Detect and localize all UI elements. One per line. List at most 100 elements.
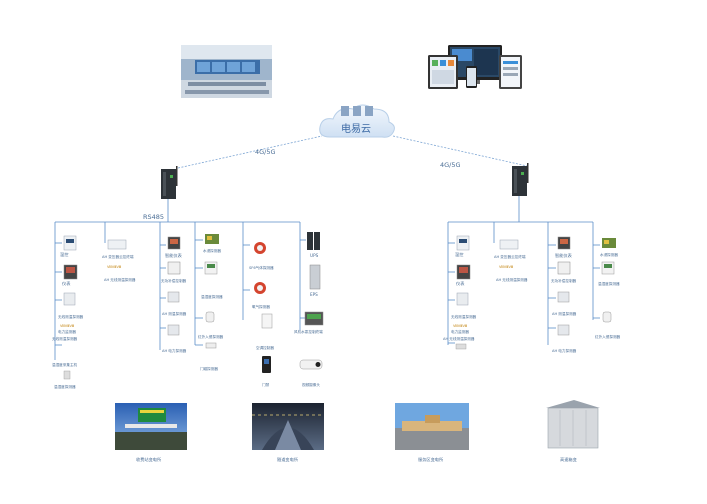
left-ups: UPS	[307, 232, 320, 258]
right-bus-lines	[447, 196, 600, 345]
svg-text:无线测温探测器: 无线测温探测器	[58, 314, 84, 319]
svg-text:仪表: 仪表	[456, 280, 465, 287]
left-ac-controller: 空调控制器	[256, 313, 274, 350]
left-ir-sensor: 红外入侵探测器	[198, 311, 224, 339]
svg-text:门禁: 门禁	[262, 382, 270, 387]
right-power-monitor: 电力监测器	[451, 329, 469, 334]
svg-text:AH 无线测温探测器: AH 无线测温探测器	[443, 336, 475, 341]
site-tunnel: 隧道变电所	[252, 403, 324, 463]
right-ir-sensor: 红外入侵探测器	[595, 311, 621, 339]
svg-text:无线测温探测器: 无线测温探测器	[52, 336, 78, 341]
svg-text:UPS: UPS	[310, 253, 319, 258]
site-service-area: 服务区变电所	[395, 403, 469, 463]
svg-text:红外入侵探测器: 红外入侵探测器	[198, 334, 224, 339]
right-th-detector: 温湿度探测器	[598, 261, 620, 286]
gateway-left	[161, 166, 178, 199]
right-wireless-sensor-2: AH 无线测温探测器	[443, 336, 475, 350]
left-meter: 仪表	[62, 264, 78, 287]
svg-text:智能仪表: 智能仪表	[555, 252, 573, 259]
cloud-server-icon	[353, 106, 361, 116]
right-meter: 仪表	[456, 264, 471, 287]
svg-text:水浸探测器: 水浸探测器	[600, 252, 618, 257]
svg-text:EPS: EPS	[310, 292, 318, 297]
svg-text:无线测温探测器: 无线测温探测器	[451, 314, 477, 319]
link-label-left: 4G/5G	[255, 148, 276, 156]
svg-text:电力监测器: 电力监测器	[58, 329, 76, 334]
left-smart-meter: 智能仪表	[165, 236, 183, 259]
svg-text:AH 测温探测器: AH 测温探测器	[162, 311, 187, 316]
sensor-pair-icon: ⅧⅧⅧ	[453, 324, 467, 328]
left-bus-lines	[54, 199, 306, 360]
gateway-right	[512, 163, 529, 196]
svg-text:AH 无线测温探测器: AH 无线测温探测器	[104, 277, 136, 282]
left-access-control: 门禁	[262, 356, 271, 387]
svg-text:SF6气体探测器: SF6气体探测器	[249, 265, 274, 270]
svg-text:仪表: 仪表	[62, 280, 71, 287]
svg-text:隧道变电所: 隧道变电所	[277, 456, 298, 463]
svg-text:AH 电力探测器: AH 电力探测器	[162, 348, 187, 353]
left-camera: 视频摄像头	[299, 359, 323, 387]
left-th-sensor: 温湿度探测器	[54, 384, 76, 389]
bus-label-left: RS485	[143, 213, 164, 221]
svg-text:红外入侵探测器: 红外入侵探测器	[595, 334, 621, 339]
svg-text:AH 电力探测器: AH 电力探测器	[552, 348, 577, 353]
svg-text:温湿度采集主机: 温湿度采集主机	[52, 362, 78, 367]
svg-text:温控: 温控	[60, 251, 69, 258]
left-var-controller: 无功补偿控制器	[161, 261, 187, 283]
right-water-sensor: 水浸探测器	[600, 238, 618, 257]
svg-text:无功补偿控制器: 无功补偿控制器	[161, 278, 187, 283]
svg-text:AH 无线测温探测器: AH 无线测温探测器	[496, 277, 528, 282]
left-power-sensor: AH 电力探测器	[162, 324, 187, 353]
cloud-server-icon	[365, 106, 373, 116]
svg-text:温湿度探测器: 温湿度探测器	[54, 384, 76, 389]
left-temp-controller: 温控	[60, 235, 77, 258]
svg-text:温湿度探测器: 温湿度探测器	[598, 281, 620, 286]
sensor-pair-icon: ⅧⅧⅧ	[499, 265, 513, 269]
right-power-sensor: AH 电力探测器	[552, 324, 577, 353]
sensor-pair-icon: ⅧⅧⅧ	[60, 324, 74, 328]
cloud-platform: 电易云	[319, 104, 395, 138]
cloud-label: 电易云	[341, 122, 371, 135]
site-highway-box-substation: 高速箱变	[546, 400, 600, 463]
right-temp-controller: 温控	[455, 235, 470, 258]
left-temp-sensor: AH 测温探测器	[162, 291, 187, 316]
left-wireless-sensor-1: 无线测温探测器 ⅧⅧⅧ	[58, 292, 84, 328]
left-wireless-sensor-2: 无线测温探测器	[52, 336, 78, 341]
left-transformer-terminal: AH 变压器云控终端 ⅧⅧⅧ AH 无线测温探测器	[102, 239, 136, 282]
right-wireless-sensor-1: 无线测温探测器 ⅧⅧⅧ	[451, 292, 477, 328]
site-toll-station: 收费站变电所	[115, 403, 187, 463]
link-label-right: 4G/5G	[440, 161, 461, 169]
svg-text:风机水泵控制终端: 风机水泵控制终端	[294, 329, 323, 334]
left-water-sensor: 水浸探测器	[203, 234, 221, 253]
svg-text:温控: 温控	[455, 251, 464, 258]
svg-text:视频摄像头: 视频摄像头	[302, 382, 320, 387]
svg-text:水浸探测器: 水浸探测器	[203, 248, 221, 253]
right-var-controller: 无功补偿控制器	[551, 261, 577, 283]
control-room-photo	[181, 45, 272, 98]
cloud-server-icon	[341, 106, 349, 116]
right-transformer-terminal: AH 变压器云控终端 ⅧⅧⅧ AH 无线测温探测器	[494, 239, 528, 282]
left-eps: EPS	[309, 264, 321, 297]
svg-text:智能仪表: 智能仪表	[165, 252, 183, 259]
svg-text:空调控制器: 空调控制器	[256, 345, 274, 350]
monitoring-devices-photo	[428, 45, 522, 89]
svg-text:无功补偿控制器: 无功补偿控制器	[551, 278, 577, 283]
left-th-detector: 温湿度探测器	[201, 261, 223, 299]
right-temp-sensor: AH 测温探测器	[552, 291, 577, 316]
svg-text:门磁探测器: 门磁探测器	[200, 366, 218, 371]
svg-text:收费站变电所: 收费站变电所	[136, 456, 161, 463]
svg-text:服务区变电所: 服务区变电所	[418, 456, 443, 463]
svg-text:AH 测温探测器: AH 测温探测器	[552, 311, 577, 316]
left-sf6-sensor: SF6气体探测器	[249, 242, 274, 270]
left-fan-pump-terminal: 风机水泵控制终端	[294, 311, 324, 334]
svg-text:AH 变压器云控终端: AH 变压器云控终端	[102, 254, 134, 259]
left-power-monitor: 电力监测器	[58, 329, 76, 334]
svg-text:高速箱变: 高速箱变	[560, 456, 577, 463]
left-door-sensor: 门磁探测器	[200, 342, 218, 371]
left-th-host: 温湿度采集主机	[52, 362, 78, 380]
svg-text:氧气探测器: 氧气探测器	[252, 304, 270, 309]
svg-text:AH 变压器云控终端: AH 变压器云控终端	[494, 254, 526, 259]
right-smart-meter: 智能仪表	[555, 236, 573, 259]
svg-text:电力监测器: 电力监测器	[451, 329, 469, 334]
